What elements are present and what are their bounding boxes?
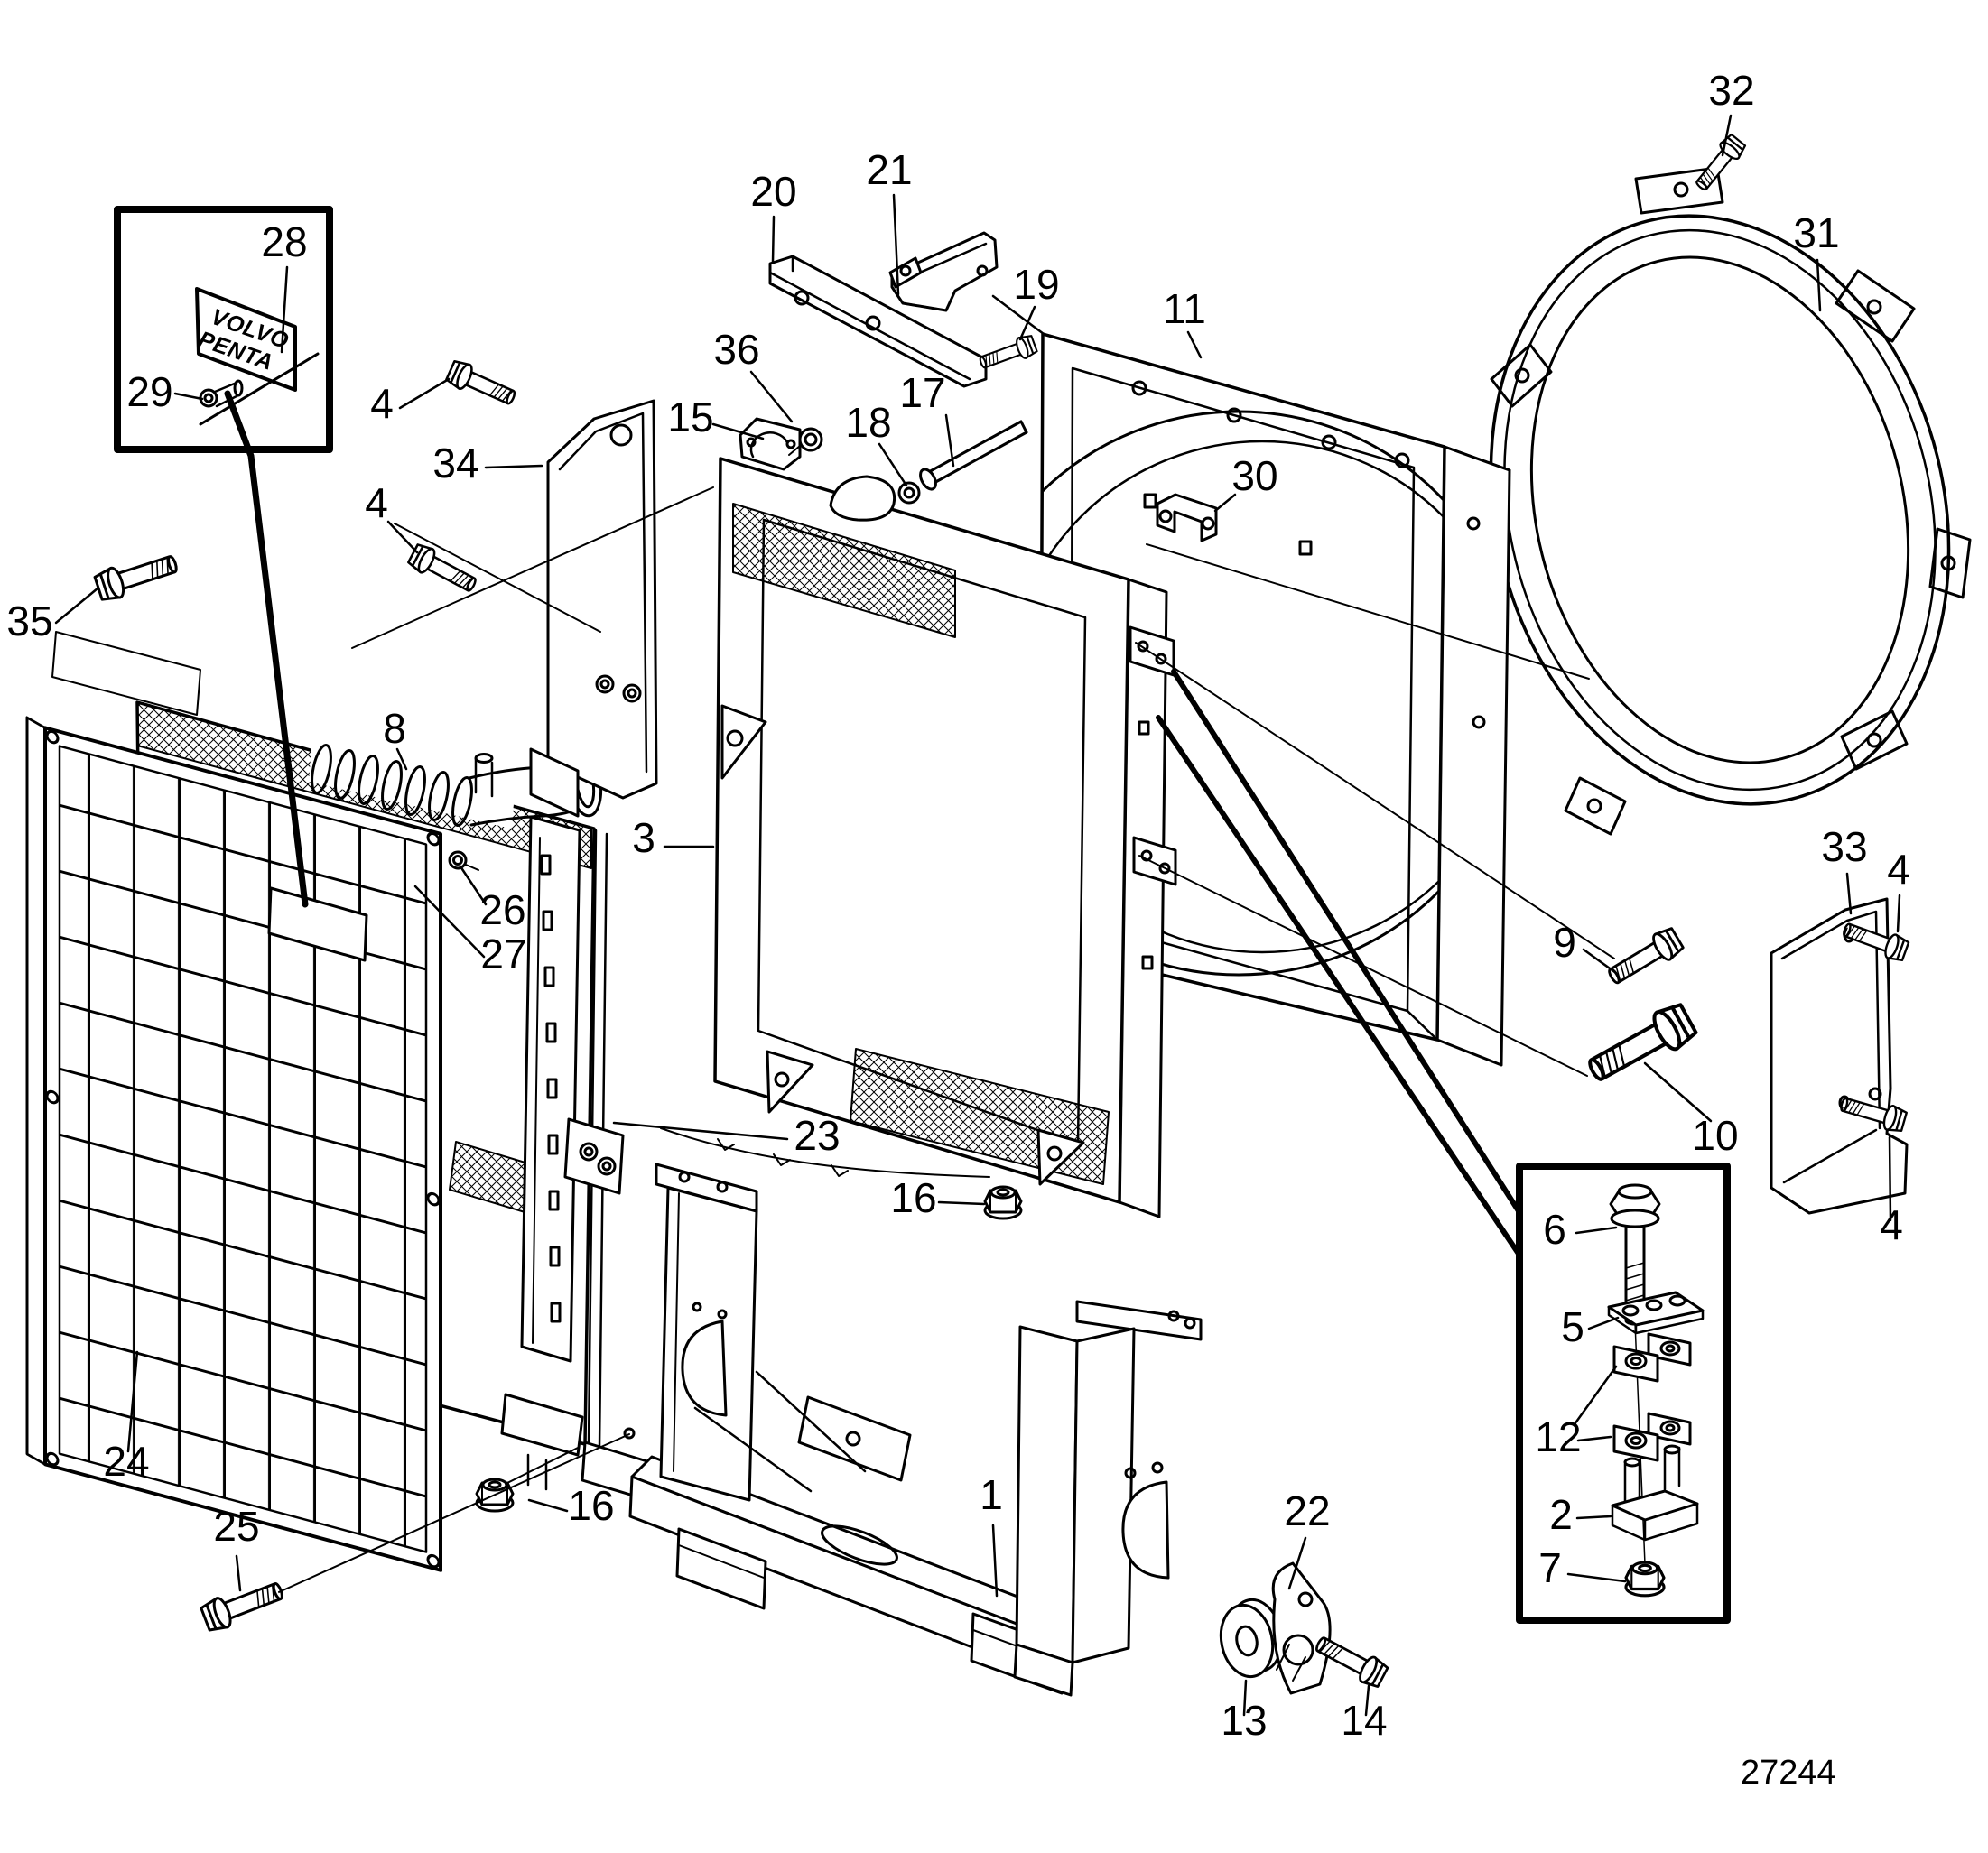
nut-18 [897,481,921,505]
callout-23: 23 [794,1112,840,1159]
callout-25: 25 [213,1503,259,1550]
tube-17 [919,420,1028,491]
volvo-penta-label-box [114,206,333,908]
bolt-25 [197,1427,636,1635]
callout-15: 15 [667,394,713,440]
callout-34: 34 [432,440,478,486]
plate-5 [1607,1291,1705,1335]
callout-4: 4 [1880,1201,1903,1248]
callout-32: 32 [1708,67,1754,114]
callout-21: 21 [866,146,912,193]
bolt-36 [788,427,823,456]
bolt-35 [51,547,201,716]
core-frame [713,457,1177,1218]
callout-14: 14 [1341,1697,1387,1744]
callout-17: 17 [899,369,945,416]
callout-8: 8 [383,705,406,752]
callout-6: 6 [1543,1206,1566,1253]
callout-26: 26 [479,886,525,933]
radiator-sticker [267,886,368,962]
stud-plate-2 [1611,1444,1699,1542]
rubber-mount-12a [1612,1332,1692,1383]
callout-30: 30 [1231,452,1277,499]
callout-3: 3 [632,814,655,861]
bracket-20 [768,255,988,388]
bolt-10 [1583,999,1700,1089]
washer-13 [1219,1598,1284,1679]
callout-33: 33 [1821,823,1867,870]
callout-4: 4 [365,479,388,526]
callout-7: 7 [1538,1544,1562,1591]
bolt-4-upper-left [442,357,520,412]
callout-24: 24 [103,1438,149,1485]
callout-2: 2 [1549,1491,1573,1538]
callout-10: 10 [1692,1112,1738,1159]
flange-nut-center [983,1185,1023,1220]
grille [25,716,442,1572]
callout-29: 29 [126,368,172,415]
plate-22 [1271,1561,1332,1695]
callout-20: 20 [750,168,796,215]
callout-16: 16 [568,1482,614,1529]
leader-lines [54,114,1901,1717]
clamp-15 [739,417,802,471]
drawing-number: 27244 [1741,1754,1836,1792]
callout-9: 9 [1553,919,1576,966]
callout-13: 13 [1221,1697,1267,1744]
bracket-21 [888,231,999,312]
callout-28: 28 [261,218,307,265]
flange-nut-7 [1624,1561,1666,1598]
bolt-19 [976,332,1040,375]
rubber-mount-12b [1612,1412,1692,1462]
callout-22: 22 [1284,1487,1330,1534]
bracket-34 [351,399,714,818]
callout-4: 4 [370,380,394,427]
fastener-detail-box [1516,1163,1731,1624]
fan-ring [1489,166,1972,836]
callout-36: 36 [713,326,759,373]
callout-5: 5 [1561,1303,1584,1350]
callout-4: 4 [1887,846,1910,893]
callout-12: 12 [1535,1413,1581,1460]
callout-16: 16 [890,1174,936,1221]
fastener-box-pointer [1156,669,1525,1262]
callout-27: 27 [480,931,526,977]
bolt-9 [1602,922,1688,992]
callout-18: 18 [845,399,891,446]
callout-11: 11 [1163,285,1206,332]
bracket-33 [1770,897,1909,1215]
bracket-30 [1156,493,1218,542]
callout-1: 1 [980,1471,1003,1518]
callout-31: 31 [1793,209,1839,256]
callout-35: 35 [6,598,52,644]
callout-19: 19 [1013,261,1059,308]
mounting-stand [628,1163,1203,1697]
